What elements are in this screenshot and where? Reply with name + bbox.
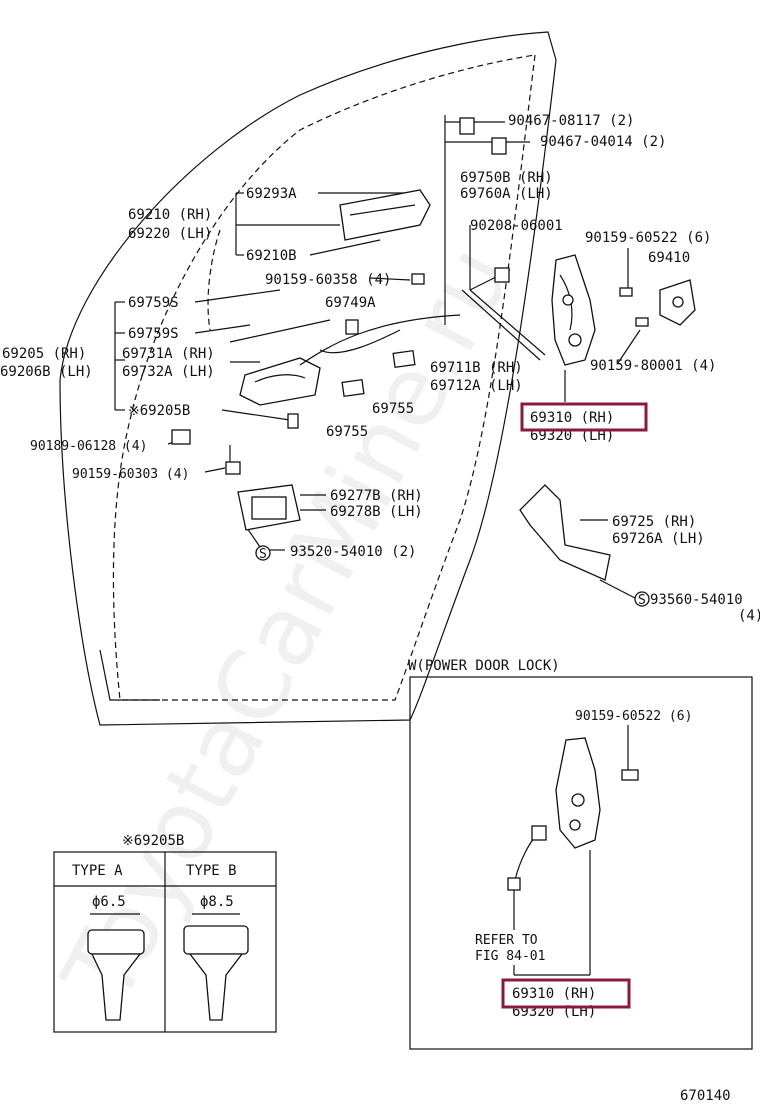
label-69293a: 69293A — [246, 186, 297, 202]
label-69726a: 69726A (LH) — [612, 531, 705, 547]
inset-label-69310: 69310 (RH) — [512, 986, 596, 1002]
door-outline — [59, 31, 557, 726]
inset-refer-line1: REFER TO — [475, 933, 538, 948]
inset-refer-line2: FIG 84-01 — [475, 949, 545, 964]
label-69725: 69725 (RH) — [612, 514, 696, 530]
label-69760a: 69760A (LH) — [460, 186, 553, 202]
s-symbol-1: S — [259, 547, 267, 562]
label-90467-04014: 90467-04014 (2) — [540, 134, 666, 150]
type-a-dim: ϕ6.5 — [92, 894, 126, 910]
label-69731a: 69731A (RH) — [122, 346, 215, 362]
label-90208: 90208-06001 — [470, 218, 563, 234]
label-90467-08117: 90467-08117 (2) — [508, 113, 634, 129]
rods-and-cables — [229, 289, 546, 366]
type-b-clip-drawing — [183, 913, 249, 1021]
inset-label-90159-60522: 90159-60522 (6) — [575, 709, 692, 724]
label-69755-b: 69755 — [326, 424, 368, 440]
label-69320-main: 69320 (LH) — [530, 428, 614, 444]
part-labels: 90467-08117 (2) 90467-04014 (2) 69750B (… — [0, 113, 760, 624]
highlight-69310-main — [520, 402, 648, 432]
type-b-dim: ϕ8.5 — [200, 894, 234, 910]
label-69711b: 69711B (RH) — [430, 360, 523, 376]
label-90159-80001: 90159-80001 (4) — [590, 358, 716, 374]
type-table-col-a: TYPE A — [72, 863, 123, 879]
label-69205b: ※69205B — [128, 403, 190, 419]
bracket-69725 — [519, 484, 611, 581]
label-90159-60522: 90159-60522 (6) — [585, 230, 711, 246]
label-69410: 69410 — [648, 250, 690, 266]
label-69206b: 69206B (LH) — [0, 364, 93, 380]
label-93520: 93520-54010 (2) — [290, 544, 416, 560]
label-69205: 69205 (RH) — [2, 346, 86, 362]
label-90159-60303: 90159-60303 (4) — [72, 467, 189, 482]
label-69278b: 69278B (LH) — [330, 504, 423, 520]
highlight-69310-inset — [501, 978, 631, 1009]
s-symbols: S S — [255, 545, 650, 608]
label-69210b: 69210B — [246, 248, 297, 264]
type-table: ※69205B TYPE A TYPE B ϕ6.5 ϕ8.5 — [53, 833, 277, 1033]
lock-striker-69410 — [659, 279, 696, 326]
inset-power-door-lock: W(POWER DOOR LOCK) 90159-60522 (6) REFER… — [408, 658, 753, 1050]
type-table-col-b: TYPE B — [186, 863, 237, 879]
label-90189: 90189-06128 (4) — [30, 439, 147, 454]
label-69310-main: 69310 (RH) — [530, 410, 614, 426]
leader-lines — [114, 115, 641, 599]
label-69759s-b: 69759S — [128, 326, 179, 342]
label-93560-qty: (4) — [738, 608, 760, 624]
page-number: 670140 — [680, 1088, 731, 1104]
label-69220: 69220 (LH) — [128, 226, 212, 242]
bezel-69277b — [237, 484, 301, 531]
outside-handle — [339, 189, 431, 241]
label-69210: 69210 (RH) — [128, 207, 212, 223]
type-table-title: ※69205B — [122, 833, 184, 849]
s-symbol-2: S — [638, 593, 646, 608]
label-69277b: 69277B (RH) — [330, 488, 423, 504]
clips-69755 — [341, 319, 416, 398]
door-lock-assembly — [551, 254, 596, 366]
inset-title: W(POWER DOOR LOCK) — [408, 658, 560, 674]
label-69749a: 69749A — [325, 295, 376, 311]
inside-handle — [239, 357, 321, 406]
screws — [171, 117, 649, 475]
label-69755-a: 69755 — [372, 401, 414, 417]
label-93560: 93560-54010 — [650, 592, 743, 608]
label-90159-60358: 90159-60358 (4) — [265, 272, 391, 288]
label-69712a: 69712A (LH) — [430, 378, 523, 394]
type-a-clip-drawing — [87, 913, 145, 1021]
label-69759s-a: 69759S — [128, 295, 179, 311]
label-69750b: 69750B (RH) — [460, 170, 553, 186]
label-69732a: 69732A (LH) — [122, 364, 215, 380]
